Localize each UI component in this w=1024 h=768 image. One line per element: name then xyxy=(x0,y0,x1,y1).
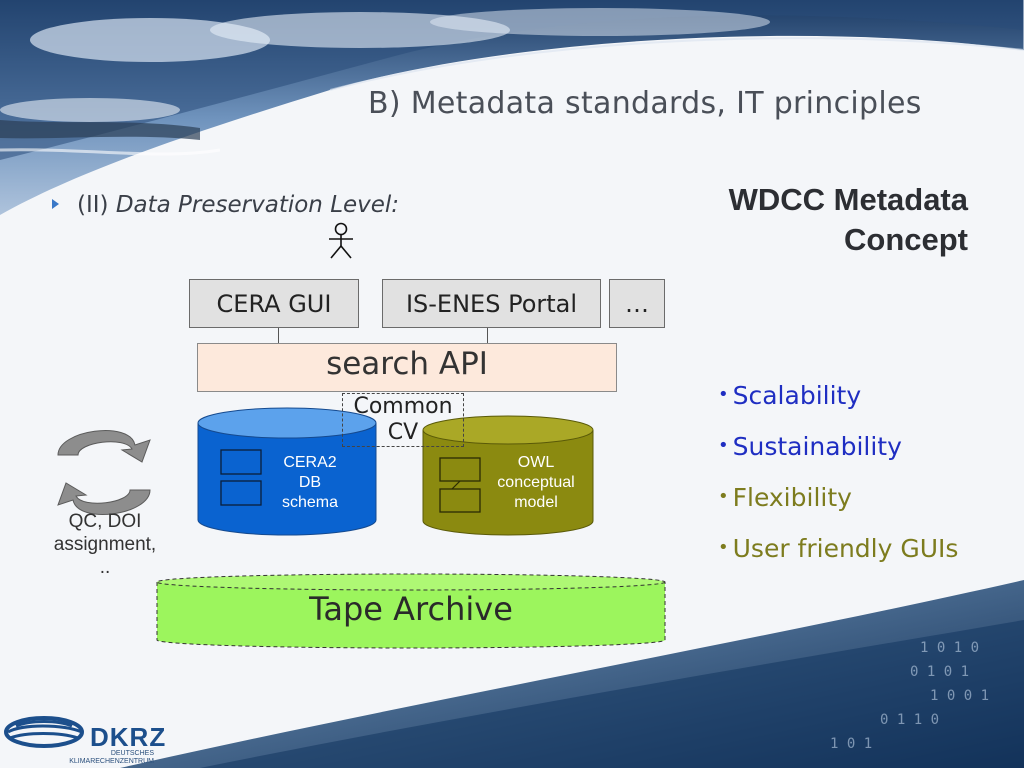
qc-line2: assignment, xyxy=(53,534,157,555)
bullet-dot-icon: • xyxy=(718,486,729,507)
property-user-friendly-guis: •User friendly GUIs xyxy=(718,531,958,582)
more-frontends-box: … xyxy=(609,279,665,328)
cera2-line2: DB xyxy=(298,474,322,491)
owl-line1: OWL xyxy=(517,454,555,471)
svg-text:0 1 0 1: 0 1 0 1 xyxy=(910,664,969,680)
bullet-data-preservation: (II) Data Preservation Level: xyxy=(52,192,399,218)
cera2-line3: schema xyxy=(281,494,339,511)
owl-line3: model xyxy=(514,494,558,511)
concept-heading-line1: WDCC Metadata xyxy=(728,182,968,217)
dkrz-sub-line1: DEUTSCHES xyxy=(110,750,154,757)
header-background-image xyxy=(0,0,1024,215)
common-cv-line1: Common xyxy=(353,394,453,419)
tape-archive-label: Tape Archive xyxy=(309,590,513,628)
bullet-dot-icon: • xyxy=(718,537,729,558)
concept-heading-line2: Concept xyxy=(844,222,968,257)
common-cv-box: Common CV xyxy=(342,393,464,447)
svg-text:0 1 1 0: 0 1 1 0 xyxy=(880,712,939,728)
svg-text:1 0 0 1: 1 0 0 1 xyxy=(930,688,989,704)
user-icon xyxy=(329,222,353,259)
bullet-arrow-icon xyxy=(52,198,59,209)
concept-heading: WDCC Metadata Concept xyxy=(729,180,968,260)
bullet-text: Data Preservation Level: xyxy=(115,192,400,218)
connector-cera-gui xyxy=(278,328,279,343)
cera2-db-label: CERA2 DB schema xyxy=(252,453,368,513)
bullet-dot-icon: • xyxy=(718,384,729,405)
slide-title: B) Metadata standards, IT principles xyxy=(368,86,922,121)
footer-background-image: 1 0 1 0 0 1 0 1 1 0 0 1 0 1 1 0 1 0 1 xyxy=(120,580,1024,768)
property-label: Sustainability xyxy=(732,432,902,461)
properties-list: •Scalability •Sustainability •Flexibilit… xyxy=(718,378,958,582)
owl-line2: conceptual xyxy=(497,474,575,491)
qc-doi-label: QC, DOI assignment, .. xyxy=(40,510,170,579)
svg-text:1 0 1: 1 0 1 xyxy=(830,736,872,752)
is-enes-portal-box: IS-ENES Portal xyxy=(382,279,601,328)
dkrz-logo-icon xyxy=(4,716,84,748)
property-label: Scalability xyxy=(732,381,862,410)
cycle-arrows-icon xyxy=(57,430,151,515)
cera-gui-box: CERA GUI xyxy=(189,279,359,328)
property-scalability: •Scalability xyxy=(718,378,958,429)
bullet-dot-icon: • xyxy=(718,435,729,456)
dkrz-sub-line2: KLIMARECHENZENTRUM xyxy=(69,758,154,765)
dkrz-logo-subtitle: DEUTSCHES KLIMARECHENZENTRUM xyxy=(58,750,154,766)
search-api-box: search API xyxy=(197,343,617,392)
qc-line3: .. xyxy=(99,557,111,578)
qc-line1: QC, DOI xyxy=(68,511,142,532)
connector-is-enes xyxy=(487,328,488,343)
cera2-line1: CERA2 xyxy=(283,454,337,471)
dkrz-logo-text: DKRZ xyxy=(90,722,167,752)
property-label: Flexibility xyxy=(732,483,852,512)
property-sustainability: •Sustainability xyxy=(718,429,958,480)
property-flexibility: •Flexibility xyxy=(718,480,958,531)
svg-text:1 0 1 0: 1 0 1 0 xyxy=(920,640,979,656)
bullet-prefix: (II) xyxy=(77,192,109,218)
owl-model-label: OWL conceptual model xyxy=(482,453,590,513)
common-cv-line2: CV xyxy=(387,420,419,445)
property-label: User friendly GUIs xyxy=(732,534,959,563)
